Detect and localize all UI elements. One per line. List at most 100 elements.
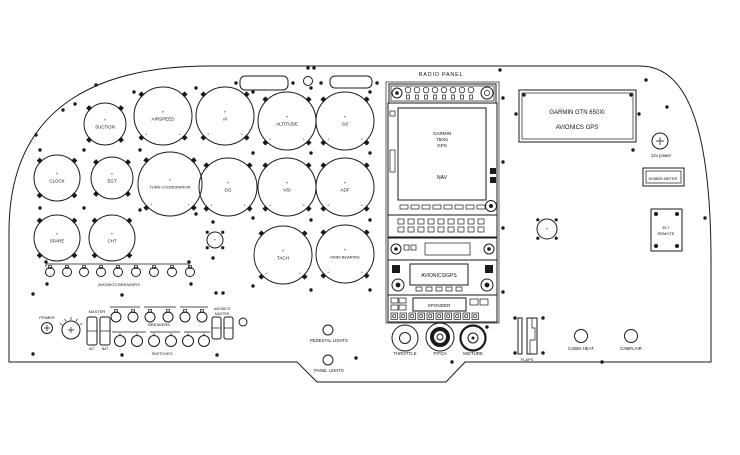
mount-tab	[71, 157, 78, 164]
cabin-heat-label: CABIN HEAT	[568, 346, 594, 351]
screw-dot	[221, 246, 225, 250]
mount-tab	[246, 205, 253, 212]
radio-knob	[467, 86, 475, 94]
screw-dot	[309, 151, 313, 155]
xponder-button-dot	[428, 314, 433, 319]
center-mark: +	[169, 178, 172, 183]
ignition-key-switch	[59, 317, 83, 340]
gauge-suction: +SUCTION	[83, 102, 127, 146]
screw-dot	[665, 105, 669, 109]
screw-dot	[375, 81, 379, 85]
screw-dot	[187, 260, 191, 264]
mount-tab	[126, 252, 133, 259]
gps-screen	[397, 107, 487, 201]
screw-dot	[291, 81, 295, 85]
screw-dot	[536, 218, 540, 222]
audio-button	[447, 218, 455, 225]
xponder-button	[408, 312, 416, 320]
power-label: 12v power	[651, 153, 672, 158]
xponder-label: XPONDER	[428, 303, 451, 308]
breaker	[179, 309, 191, 323]
screw-dot	[215, 353, 219, 357]
key-position-tick	[75, 318, 78, 322]
xponder-button-dot	[464, 314, 469, 319]
mount-tab	[320, 205, 327, 212]
elt-remote: ELT REMOTE	[650, 208, 683, 252]
screw-dot	[319, 81, 323, 85]
screw-dot	[703, 216, 707, 220]
avionics-breaker	[62, 265, 72, 277]
audio-button	[477, 218, 485, 225]
center-mark: +	[162, 110, 165, 115]
screw-dot	[138, 148, 142, 152]
radio-tuner-unit	[388, 83, 497, 104]
avionics-breaker	[149, 265, 159, 277]
screw-mark: +	[327, 204, 329, 208]
breaker	[162, 309, 174, 323]
radio-button	[415, 94, 419, 100]
audio-button	[427, 226, 435, 233]
key-position-tick	[64, 318, 67, 322]
screw-mark: +	[210, 204, 212, 208]
screw-dot	[501, 160, 505, 164]
audio-button	[417, 226, 425, 233]
mount-tab	[258, 273, 265, 280]
mount-tab	[91, 252, 98, 259]
avionics-button	[425, 286, 433, 292]
radio-knob	[413, 86, 421, 94]
screw-dot	[306, 66, 310, 70]
gps-bezel-button	[399, 204, 409, 210]
mount-tab	[243, 134, 250, 141]
mount-tab	[138, 134, 145, 141]
screw-dot	[629, 93, 633, 97]
pedestal-lights-knob: PEDESTAL LIGHTS	[310, 324, 348, 343]
gps-bezel-button	[476, 204, 486, 210]
screw-dot	[251, 284, 255, 288]
avionics-button	[435, 286, 443, 292]
center-mark: +	[282, 249, 285, 254]
center-mark: +	[344, 248, 347, 253]
toggle-switch	[198, 333, 210, 347]
mount-tab	[262, 205, 269, 212]
radio-panel-title: RADIO PANEL	[419, 72, 464, 78]
audio-button	[397, 218, 405, 225]
switches-label: SWITCHES	[151, 351, 172, 356]
screw-dot	[251, 216, 255, 220]
mount-tab	[71, 192, 78, 199]
mount-tab	[93, 159, 100, 166]
mount-tab	[200, 134, 207, 141]
audio-button	[477, 226, 485, 233]
xponder-button	[426, 312, 434, 320]
mount-tab	[91, 217, 98, 224]
radio-button	[460, 94, 464, 100]
screw-dot	[600, 360, 604, 364]
breaker	[144, 309, 156, 323]
avionics-breaker	[45, 265, 55, 277]
alt-label: ALT	[89, 347, 95, 351]
audio-button	[457, 226, 465, 233]
screw-dot	[38, 206, 42, 210]
screw-dot	[501, 96, 505, 100]
gps-type: GPS	[437, 143, 447, 148]
mount-tab	[36, 252, 43, 259]
gauge-label: SUCTION	[95, 125, 115, 130]
breakers-label: BREAKERS	[148, 322, 170, 327]
avionics-breaker	[96, 265, 106, 277]
audio-panel-unit	[387, 214, 498, 238]
screw-mark: +	[327, 138, 329, 142]
mount-tab	[305, 96, 312, 103]
xponder-button	[399, 312, 407, 320]
gauge-label: TACH	[277, 256, 289, 261]
gps-nav-label: NAV	[437, 175, 448, 181]
screw-mark: +	[303, 204, 305, 208]
mount-tab	[126, 217, 133, 224]
mount-tab	[363, 139, 370, 146]
radio-button	[469, 94, 473, 100]
gps-bezel-button	[432, 204, 442, 210]
screw-mark: +	[269, 204, 271, 208]
breaker	[127, 309, 139, 323]
audio-button	[437, 226, 445, 233]
mixture-knob: MIXTURE	[459, 324, 487, 356]
audio-button	[467, 218, 475, 225]
gauge-label: CLOCK	[49, 179, 64, 184]
